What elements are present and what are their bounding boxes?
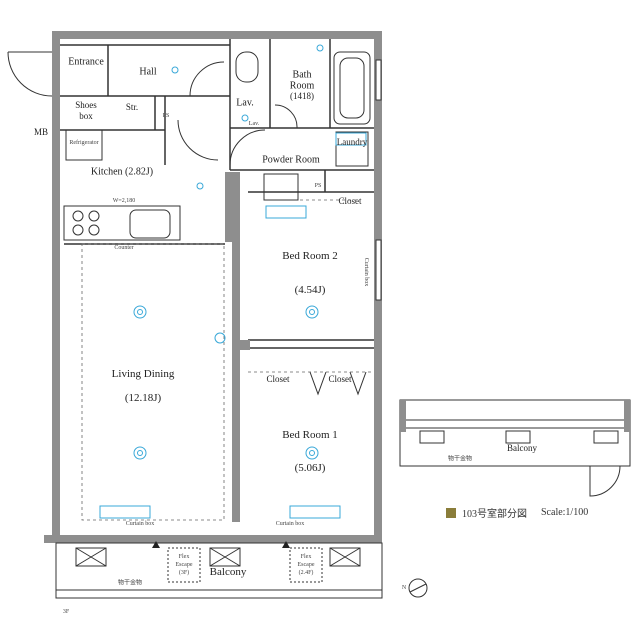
room-storage: Str.: [125, 102, 139, 112]
pipe-space-2: PS: [314, 183, 322, 189]
legend-swatch: [446, 507, 456, 518]
room-entrance: Entrance: [68, 56, 104, 68]
room-closet-br2: Closet: [338, 196, 362, 206]
room-laundry: Laundry: [336, 137, 368, 147]
flex-escape-2-line3: (2.4F): [298, 570, 314, 576]
room-hall: Hall: [139, 66, 157, 78]
legend-unit: 103号室部分図: [462, 509, 527, 520]
curtain-box-side: Curtain box: [363, 257, 369, 287]
meter-box: MB: [33, 127, 49, 137]
interior-walls: [60, 39, 374, 349]
room-closet-a: Closet: [266, 374, 290, 384]
kitchen-width: W=2,180: [112, 198, 136, 204]
flex-escape-1-line3: (3F): [178, 570, 190, 576]
flex-escape-2-line1: Flex: [300, 554, 312, 560]
room-shoes-box-line1: Shoes: [75, 100, 97, 110]
key-plan-walls: [400, 400, 630, 432]
keyplan-balcony: Balcony: [507, 443, 537, 453]
room-bedroom1: Bed Room 1: [282, 429, 338, 441]
pipe-space-1: PS: [162, 113, 170, 119]
balcony-arrows: [152, 541, 290, 548]
north-label: N: [401, 585, 407, 591]
room-closet-b: Closet: [328, 374, 352, 384]
room-bedroom1-size: (5.06J): [294, 462, 326, 474]
equipment-markers: [99, 44, 367, 519]
kitchen-fixtures: [63, 129, 299, 241]
dashed-lines: [81, 199, 374, 521]
room-powder-room: Powder Room: [262, 154, 320, 166]
room-shoes-box-line2: box: [79, 111, 93, 121]
room-bath-size: (1418): [290, 91, 314, 101]
door-swings: [7, 51, 367, 396]
balcony-area: [55, 542, 383, 599]
flex-escape-1-line2: Escape: [175, 562, 193, 568]
partition-columns: [225, 172, 250, 522]
curtain-box-1: Curtain box: [125, 521, 155, 527]
flex-escape-1-line1: Flex: [178, 554, 190, 560]
windows-right: [375, 59, 382, 301]
legend-scale: Scale:1/100: [541, 507, 589, 518]
legend: 103号室部分図 Scale:1/100: [446, 505, 588, 520]
floor-label: 3F: [62, 609, 70, 615]
room-refrigerator: Refrigerator: [69, 140, 99, 146]
railing-label: 物干金物: [117, 580, 143, 587]
north-compass: [408, 578, 428, 598]
room-living-dining: Living Dining: [111, 368, 175, 380]
kitchen-counter: Counter: [114, 245, 134, 251]
room-bedroom2-size: (4.54J): [294, 284, 326, 296]
room-living-size: (12.18J): [124, 392, 162, 404]
curtain-box-2: Curtain box: [275, 521, 305, 527]
keyplan-railing: 物干金物: [447, 456, 473, 463]
room-balcony: Balcony: [209, 566, 247, 578]
room-bath-line2: Room: [289, 80, 315, 92]
room-kitchen: Kitchen (2.82J): [90, 166, 154, 178]
room-bedroom2: Bed Room 2: [282, 250, 338, 262]
room-lav: Lav.: [236, 97, 254, 109]
room-bath-line1: Bath: [292, 69, 312, 81]
bath-fixtures: [235, 51, 371, 167]
room-lav-small: Lav.: [248, 121, 260, 127]
flex-escape-2-line2: Escape: [297, 562, 315, 568]
key-plan: [399, 399, 631, 497]
